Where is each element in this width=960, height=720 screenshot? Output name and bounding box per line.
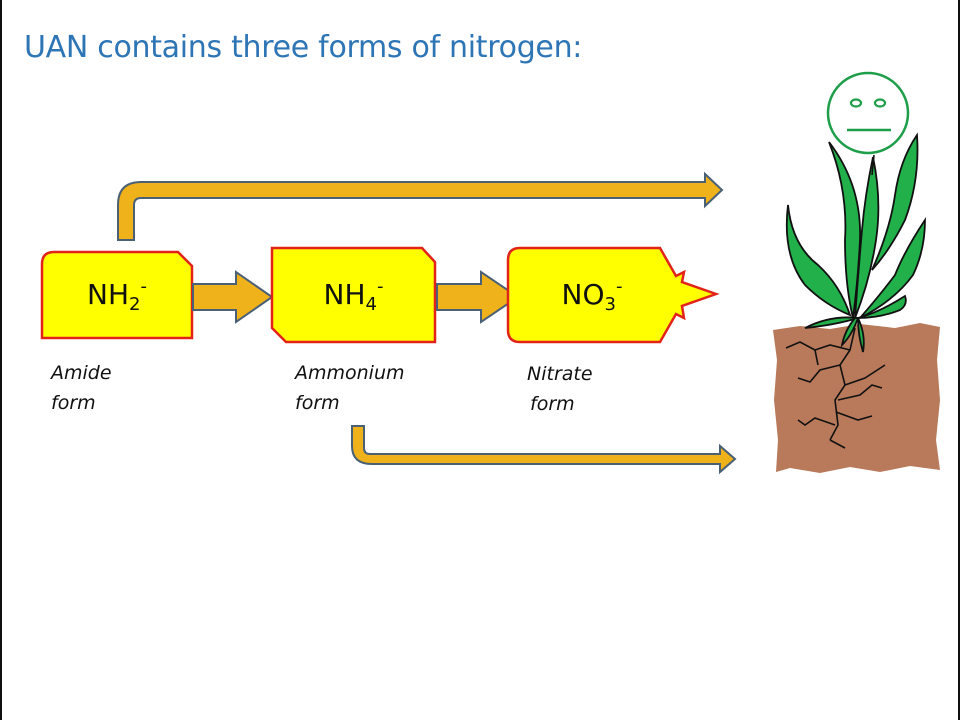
amide-to-ammonium-arrow	[192, 270, 274, 324]
nitrate-formula-subscript: 3	[604, 294, 616, 315]
ammonium-box	[270, 246, 437, 344]
ammonium-formula-subscript: 4	[365, 294, 377, 315]
nitrate-formula-charge: -	[615, 276, 623, 297]
ammonium-formula: NH4-	[272, 276, 435, 315]
ammonium-formula-base: NH	[323, 278, 366, 311]
soil-icon	[773, 323, 940, 473]
stem-icon	[871, 154, 875, 176]
ammonium-to-nitrate-arrow	[436, 270, 520, 324]
frame-border-right	[958, 0, 960, 720]
nitrate-form-label-line2: form	[530, 393, 575, 415]
amide-to-plant-arrow	[117, 171, 724, 241]
ammonium-to-plant-arrow	[351, 425, 737, 475]
plant-illustration	[773, 71, 940, 473]
ammonium-form-label-line2: form	[295, 392, 340, 414]
nitrate-box	[506, 246, 720, 344]
amide-formula: NH2-	[42, 276, 192, 315]
nitrate-formula-base: NO	[561, 278, 605, 311]
ammonium-form-label: Ammonium form	[295, 358, 405, 418]
roots-icon	[785, 327, 886, 449]
neutral-face-icon	[826, 71, 910, 155]
slide-title: UAN contains three forms of nitrogen:	[24, 30, 583, 65]
nitrate-form-label-line1: Nitrate	[527, 363, 593, 385]
ammonium-form-label-line1: Ammonium	[295, 362, 405, 384]
amide-formula-subscript: 2	[129, 294, 141, 315]
amide-formula-charge: -	[140, 276, 147, 297]
nitrate-form-label: Nitrate form	[527, 359, 593, 419]
nitrate-formula: NO3-	[508, 276, 676, 315]
amide-form-label-line2: form	[51, 392, 96, 414]
leaves-icon	[785, 132, 926, 353]
ammonium-formula-charge: -	[376, 276, 384, 297]
frame-border-left	[0, 0, 2, 720]
amide-formula-base: NH	[87, 278, 130, 311]
amide-form-label-line1: Amide	[51, 362, 112, 384]
amide-form-label: Amide form	[51, 358, 112, 418]
